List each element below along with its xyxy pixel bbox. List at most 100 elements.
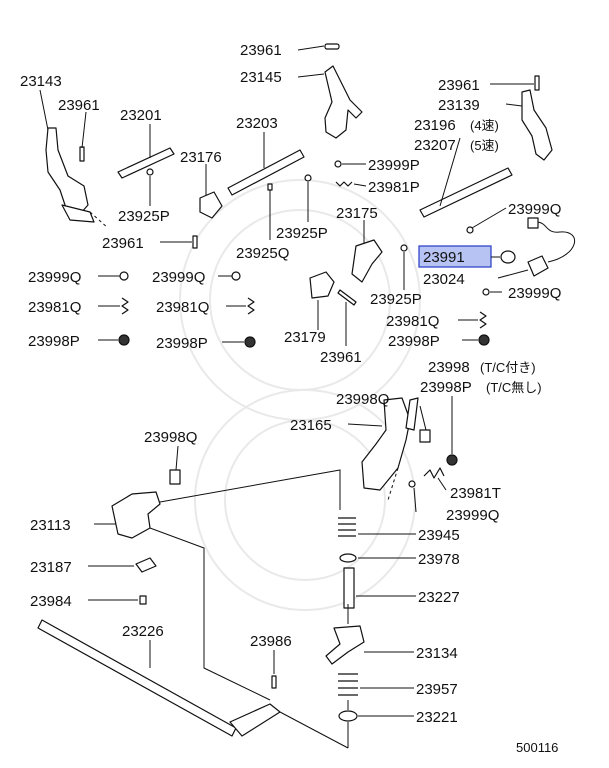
label-23187[interactable]: 23187: [30, 559, 72, 576]
connector-23024-shape: [527, 217, 539, 229]
label-23998[interactable]: 23998: [428, 359, 470, 376]
diagram-id: 500116: [516, 740, 558, 755]
label-23203[interactable]: 23203: [236, 115, 278, 132]
lever-23165-shape: [361, 397, 411, 491]
label-23998p-b[interactable]: 23998P: [156, 335, 208, 352]
rail-23201-shape: [117, 147, 175, 179]
label-23227[interactable]: 23227: [418, 589, 460, 606]
label-23201[interactable]: 23201: [120, 107, 162, 124]
spring-23981t-shape: [423, 467, 445, 479]
label-23998p-c[interactable]: 23998P: [388, 333, 440, 350]
label-23981q-c[interactable]: 23981Q: [386, 313, 439, 330]
label-23999q-e[interactable]: 23999Q: [446, 507, 499, 524]
assembly-line-right: [279, 711, 349, 749]
label-23925p-c[interactable]: 23925P: [370, 291, 422, 308]
label-23961-top[interactable]: 23961: [240, 42, 282, 59]
label-23961-left[interactable]: 23961: [58, 97, 100, 114]
label-23143[interactable]: 23143: [20, 73, 62, 90]
pin-23961-left-shape: [79, 146, 85, 162]
lever-23165-ear: [405, 397, 419, 431]
label-23925q[interactable]: 23925Q: [236, 245, 289, 262]
block-23179-shape: [309, 271, 335, 299]
label-23984[interactable]: 23984: [30, 593, 72, 610]
label-23207-note: (5速): [470, 138, 499, 153]
pin-23961-right-shape: [534, 75, 540, 91]
plug-23998q-b-shape: [169, 469, 181, 485]
label-23221[interactable]: 23221: [416, 709, 458, 726]
label-23981q-a[interactable]: 23981Q: [28, 299, 81, 316]
label-23175[interactable]: 23175: [336, 205, 378, 222]
plug-23998p-a-shape: [118, 334, 130, 346]
label-23981p[interactable]: 23981P: [368, 179, 420, 196]
label-23945[interactable]: 23945: [418, 527, 460, 544]
label-23999p[interactable]: 23999P: [368, 157, 420, 174]
spring-23981q-c-shape: [479, 311, 487, 329]
label-23981t[interactable]: 23981T: [450, 485, 501, 502]
label-23113[interactable]: 23113: [30, 517, 71, 534]
label-23176[interactable]: 23176: [180, 149, 222, 166]
label-23179[interactable]: 23179: [284, 329, 326, 346]
block-23176-shape: [199, 191, 223, 219]
pin-23925q-shape: [267, 183, 273, 191]
label-23999q-c[interactable]: 23999Q: [28, 269, 81, 286]
label-23196[interactable]: 23196: [414, 117, 456, 134]
label-23226[interactable]: 23226: [122, 623, 164, 640]
lever-23134-shape: [325, 625, 365, 665]
bracket-23113-shape: [111, 491, 161, 539]
label-23139[interactable]: 23139: [438, 97, 480, 114]
spring-23945-shape: [338, 517, 356, 537]
ball-23999q-e-shape: [408, 480, 416, 488]
rod-23226-shape: [37, 619, 237, 737]
label-23999q-a[interactable]: 23999Q: [508, 201, 561, 218]
shaft-23227-shape: [343, 567, 355, 609]
rail-23196-shape: [419, 167, 513, 218]
pin-23986-shape: [271, 675, 277, 689]
washer-23925p-c-shape: [400, 244, 408, 252]
label-23961-right[interactable]: 23961: [438, 77, 480, 94]
leader-lines: [39, 45, 534, 717]
plate-23187-shape: [135, 557, 157, 573]
shift-fork-23143-shape: [45, 127, 89, 215]
label-23024[interactable]: 23024: [423, 271, 465, 288]
label-23196-note: (4速): [470, 118, 499, 133]
pin-23961-mid-shape: [192, 235, 198, 249]
ball-23999q-b-shape: [119, 271, 129, 281]
callout-labels: 23961 23145 23143 23961 23201 23203 2317…: [20, 42, 561, 755]
label-23165[interactable]: 23165: [290, 417, 332, 434]
label-23145[interactable]: 23145: [240, 69, 282, 86]
plug-23998p-c-shape: [478, 334, 490, 346]
label-23978[interactable]: 23978: [418, 551, 460, 568]
rod-23226-end: [229, 703, 281, 737]
ball-23999q-d-shape: [482, 288, 490, 296]
spring-23981p-shape: [335, 181, 353, 187]
ball-23999q-c-shape: [231, 271, 241, 281]
ball-23999p-shape: [334, 160, 342, 168]
label-23925p-a[interactable]: 23925P: [118, 208, 170, 225]
label-23134[interactable]: 23134: [416, 645, 458, 662]
washer-23221-shape: [338, 710, 358, 722]
assembly-line-mid: [149, 527, 271, 701]
pin-23961-top-shape: [324, 43, 340, 50]
plug-23998q-a-shape: [419, 429, 431, 443]
label-23998q-b[interactable]: 23998Q: [144, 429, 197, 446]
label-23999q-d[interactable]: 23999Q: [152, 269, 205, 286]
washer-23925p-b-shape: [304, 174, 312, 182]
block-23175-shape: [351, 239, 383, 283]
ball-23999q-a-shape: [466, 226, 474, 234]
label-23998p-d[interactable]: 23998P: [420, 379, 472, 396]
switch-23024-shape: [527, 255, 549, 277]
label-23999q-b[interactable]: 23999Q: [508, 285, 561, 302]
label-23986[interactable]: 23986: [250, 633, 292, 650]
label-23961-diag[interactable]: 23961: [320, 349, 362, 366]
fork-dash-line: [89, 211, 109, 229]
label-23957[interactable]: 23957: [416, 681, 458, 698]
label-23961-mid[interactable]: 23961: [102, 235, 144, 252]
label-23998q-a[interactable]: 23998Q: [336, 391, 389, 408]
label-23981q-b[interactable]: 23981Q: [156, 299, 209, 316]
label-23207[interactable]: 23207: [414, 137, 456, 154]
label-23991[interactable]: 23991: [423, 249, 465, 266]
label-23925p-b[interactable]: 23925P: [276, 225, 328, 242]
shift-fork-23139-shape: [521, 89, 553, 161]
plug-23998-shape: [446, 454, 458, 466]
label-23998p-a[interactable]: 23998P: [28, 333, 80, 350]
